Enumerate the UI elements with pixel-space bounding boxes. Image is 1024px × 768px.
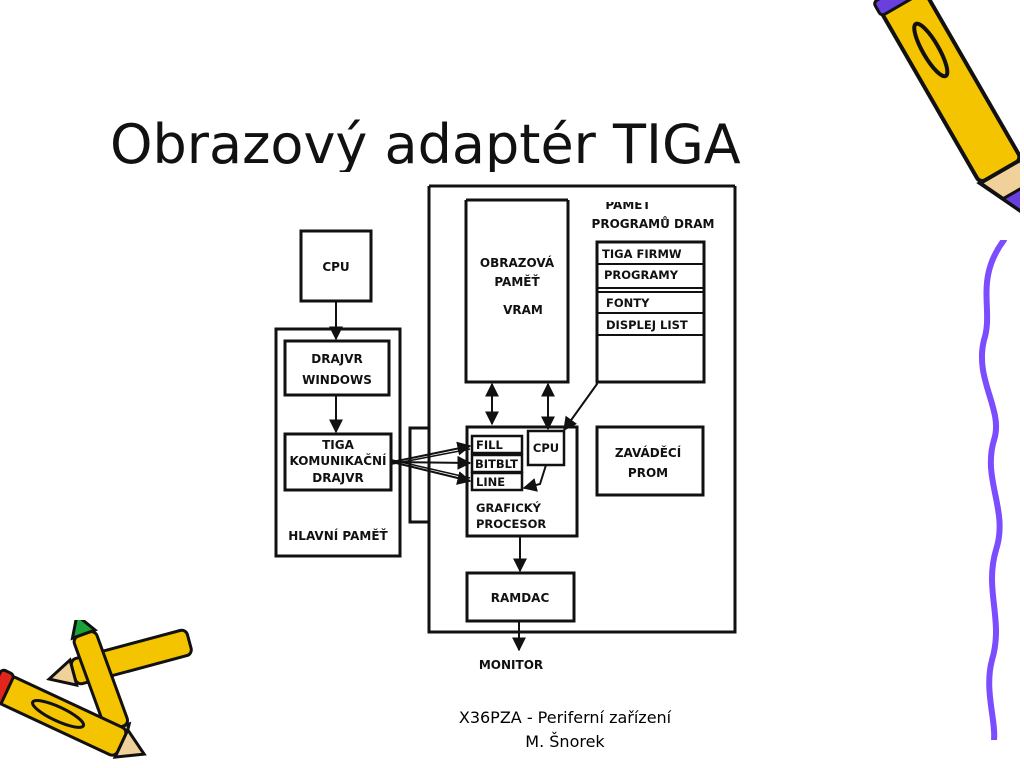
- dram-line2: PROGRAMŮ DRAM: [592, 216, 715, 231]
- gp-fill-box: [470, 434, 524, 455]
- gp-label-line2: PROCESOR: [476, 517, 546, 531]
- wavy-line-decoration: [979, 240, 1007, 740]
- arrow-comm-to-line: [391, 461, 472, 485]
- ramdac-box: [465, 571, 576, 623]
- footer-author: M. Šnorek: [525, 732, 605, 751]
- boot-prom-line2: PROM: [628, 466, 668, 480]
- vram-box: [464, 198, 570, 384]
- tiga-comm-driver-box: [283, 432, 393, 492]
- gp-cpu-label: CPU: [533, 441, 559, 455]
- vram-line3: VRAM: [503, 303, 543, 317]
- dram-item: FONTY: [606, 296, 650, 310]
- gp-line-box: [470, 471, 524, 492]
- host-cpu-label: CPU: [322, 260, 349, 274]
- arrow-comm-to-fill: [391, 441, 472, 463]
- monitor-label: MONITOR: [479, 658, 543, 672]
- boot-prom-line1: ZAVÁDĚCÍ: [615, 445, 682, 460]
- arrow-dram-to-gpcpu: [563, 382, 598, 432]
- gp-unit-bitblt: BITBLT: [475, 457, 518, 471]
- edge-connector: [408, 426, 431, 524]
- main-memory-label: HLAVNÍ PAMĚŤ: [288, 528, 388, 543]
- pencil-icon: [873, 0, 1020, 219]
- dram-item: PROGRAMY: [604, 268, 679, 282]
- arrow-comm-to-fill: [391, 448, 471, 465]
- tiga-comm-line3: DRAJVR: [312, 471, 363, 485]
- slide-footer: X36PZA - Periferní zařízení M. Šnorek: [400, 706, 730, 754]
- gp-unit-line: LINE: [476, 475, 505, 489]
- diagram-overlay-mask: [262, 172, 742, 202]
- driver-windows-line2: WINDOWS: [302, 373, 372, 387]
- arrow-gpcpu-to-line: [522, 464, 547, 492]
- dram-item: DISPLEJ LIST: [606, 318, 688, 332]
- arrow-comm-to-line: [391, 459, 471, 479]
- vram-line1: OBRAZOVÁ: [480, 255, 555, 270]
- footer-course: X36PZA - Periferní zařízení: [458, 708, 672, 727]
- driver-windows-line1: DRAJVR: [311, 352, 362, 366]
- gp-label-line1: GRAFICKÝ: [476, 500, 542, 515]
- gp-unit-fill: FILL: [476, 438, 503, 452]
- tiga-comm-line1: TIGA: [322, 438, 355, 452]
- ramdac-label: RAMDAC: [491, 591, 550, 605]
- vram-line2: PAMĚŤ: [494, 274, 540, 289]
- boot-prom-box: [595, 425, 705, 497]
- pencils-icon: [0, 620, 193, 759]
- dram-item: TIGA FIRMW: [602, 247, 682, 261]
- adapter-board-box: [427, 184, 737, 634]
- slide-title: Obrazový adaptér TIGA: [110, 113, 741, 176]
- tiga-comm-line2: KOMUNIKAČNÍ: [289, 453, 387, 468]
